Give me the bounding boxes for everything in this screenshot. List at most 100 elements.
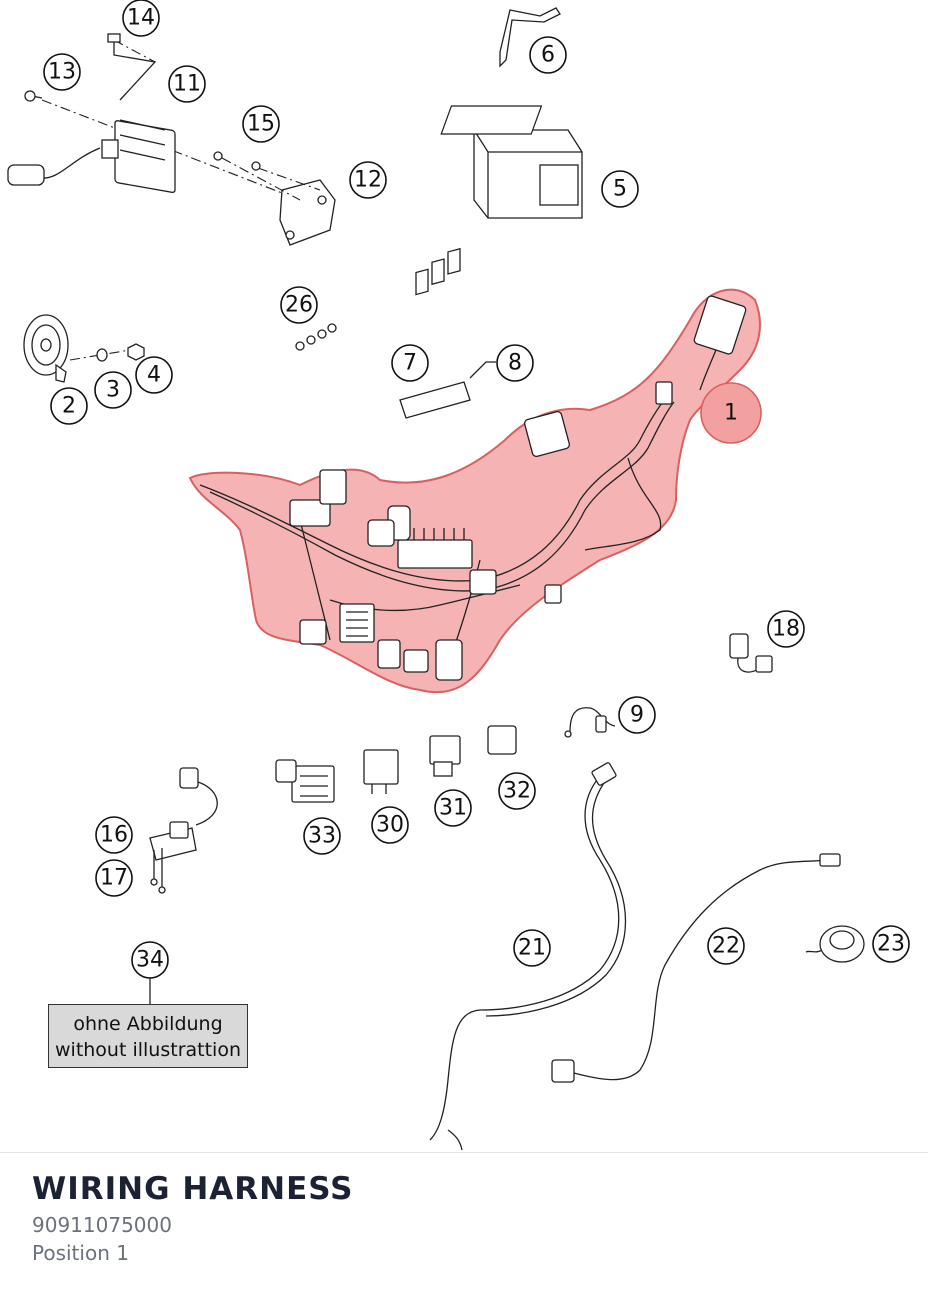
relay-31[interactable] [429, 735, 461, 777]
callout-12[interactable]: 12 [349, 161, 387, 199]
callout-33[interactable]: 33 [303, 817, 341, 855]
callout-circle [700, 382, 762, 444]
exploded-parts-diagram: 1234567891112131415161718212223263031323… [7, 0, 910, 1151]
callout-circle [95, 859, 133, 897]
callout-15[interactable]: 15 [242, 105, 280, 143]
callout-8[interactable]: 8 [496, 344, 534, 382]
callout-circle [95, 816, 133, 854]
battery-bracket[interactable] [499, 7, 561, 68]
callout-32[interactable]: 32 [498, 772, 536, 810]
part-number: 90911075000 [32, 1213, 172, 1237]
note-text-english: without illustrattion [55, 1039, 241, 1061]
fuse-holder[interactable] [399, 247, 496, 419]
cable-21[interactable] [429, 762, 627, 1151]
callout-18[interactable]: 18 [767, 610, 805, 648]
callout-circle [767, 610, 805, 648]
callout-circle [513, 929, 551, 967]
callout-number: 1 [724, 401, 738, 426]
relay-32[interactable] [487, 725, 517, 755]
callout-number: 2 [62, 394, 76, 419]
callout-number: 11 [173, 72, 201, 97]
callout-circle [496, 344, 534, 382]
callout-9[interactable]: 9 [618, 696, 656, 734]
callout-circle [50, 387, 88, 425]
callout-circle [303, 817, 341, 855]
regulator-assembly[interactable] [7, 33, 336, 246]
callout-number: 4 [147, 363, 161, 388]
callout-22[interactable]: 22 [707, 927, 745, 965]
callout-17[interactable]: 17 [95, 859, 133, 897]
horn[interactable] [23, 314, 145, 383]
callout-11[interactable]: 11 [168, 65, 206, 103]
callout-circle [391, 344, 429, 382]
callout-circle [43, 53, 81, 91]
callout-circle [242, 105, 280, 143]
callout-circle [168, 65, 206, 103]
callout-number: 23 [877, 932, 905, 957]
callout-circle [529, 36, 567, 74]
callout-circle [498, 772, 536, 810]
callout-number: 9 [630, 703, 644, 728]
callout-26[interactable]: 26 [280, 286, 318, 324]
callout-14[interactable]: 14 [122, 0, 160, 37]
sensor-16-17[interactable] [149, 767, 218, 894]
not-illustrated-note: ohne Abbildung without illustrattion [48, 1004, 248, 1068]
callout-number: 17 [100, 866, 128, 891]
callout-circle [601, 170, 639, 208]
part-info-footer: WIRING HARNESS 90911075000 Position 1 [0, 1152, 928, 1291]
callout-circle [135, 356, 173, 394]
ground-cable[interactable] [564, 707, 616, 738]
callout-number: 12 [354, 168, 382, 193]
callout-2[interactable]: 2 [50, 387, 88, 425]
connector-18[interactable] [729, 633, 773, 673]
cable-22[interactable] [551, 853, 841, 1083]
callout-number: 15 [247, 112, 275, 137]
part-position: Position 1 [32, 1241, 129, 1265]
callout-number: 34 [136, 948, 164, 973]
callout-number: 3 [106, 378, 120, 403]
callout-circle [434, 789, 472, 827]
battery[interactable] [440, 105, 583, 219]
callout-16[interactable]: 16 [95, 816, 133, 854]
callout-number: 14 [127, 6, 155, 31]
callout-number: 22 [712, 934, 740, 959]
callout-number: 6 [541, 43, 555, 68]
callout-number: 21 [518, 936, 546, 961]
callout-3[interactable]: 3 [94, 371, 132, 409]
callout-number: 31 [439, 796, 467, 821]
callout-number: 18 [772, 617, 800, 642]
part-title: WIRING HARNESS [32, 1171, 354, 1207]
callout-21[interactable]: 21 [513, 929, 551, 967]
relay-33[interactable] [275, 759, 335, 803]
callout-number: 26 [285, 293, 313, 318]
callout-4[interactable]: 4 [135, 356, 173, 394]
callout-13[interactable]: 13 [43, 53, 81, 91]
callout-number: 7 [403, 351, 417, 376]
callout-number: 8 [508, 351, 522, 376]
callout-circle [618, 696, 656, 734]
callout-30[interactable]: 30 [371, 806, 409, 844]
callout-circle [707, 927, 745, 965]
callout-1[interactable]: 1 [700, 382, 762, 444]
callout-number: 13 [48, 60, 76, 85]
callout-5[interactable]: 5 [601, 170, 639, 208]
callout-circle [371, 806, 409, 844]
note-text-german: ohne Abbildung [73, 1013, 223, 1035]
callout-number: 30 [376, 813, 404, 838]
callout-circle [131, 941, 169, 979]
small-screws[interactable] [295, 323, 337, 351]
callout-23[interactable]: 23 [872, 925, 910, 963]
relay-30[interactable] [363, 749, 399, 794]
callout-circle [94, 371, 132, 409]
callout-7[interactable]: 7 [391, 344, 429, 382]
callout-circle [280, 286, 318, 324]
wiring-harness-part-1[interactable] [188, 288, 761, 694]
callout-number: 5 [613, 177, 627, 202]
switch-23[interactable] [805, 925, 865, 963]
callout-34[interactable]: 34 [131, 941, 169, 979]
callout-circle [872, 925, 910, 963]
callout-circle [349, 161, 387, 199]
callout-6[interactable]: 6 [529, 36, 567, 74]
callout-31[interactable]: 31 [434, 789, 472, 827]
